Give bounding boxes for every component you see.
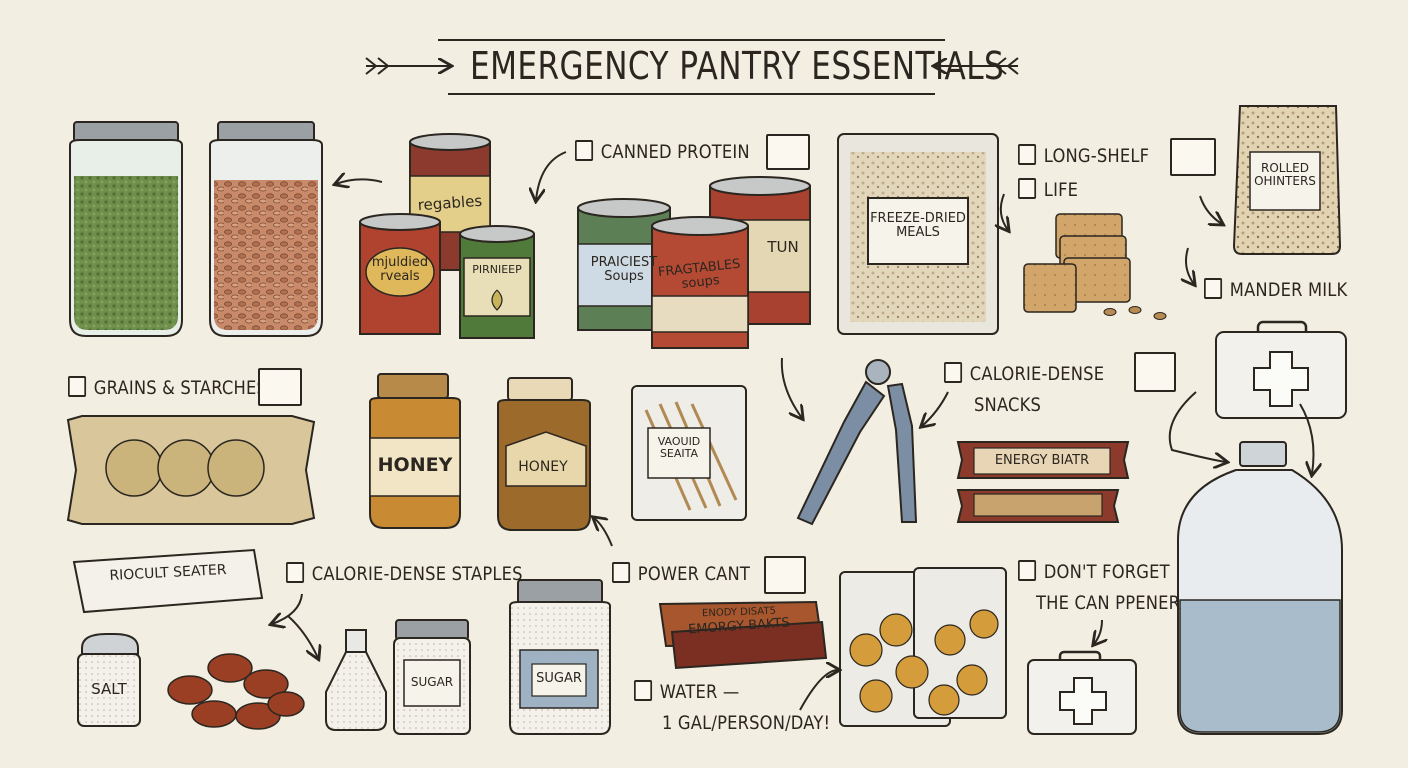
grain-bag-icon [66,415,316,525]
water-jug-icon [1177,441,1343,735]
checkbox-icon[interactable] [1018,560,1037,581]
biscuit-packet-icon [72,548,264,614]
checklist-item-grains[interactable]: GRAINS & STARCHES [68,376,267,399]
checkbox-icon[interactable] [286,562,305,583]
checklist-label: WATER — [659,681,740,703]
vacuum-sealed-bag-icon [631,385,747,521]
jar-label-sugar: SUGAR [536,671,582,686]
bag-label-vacuum: VAOUID SEAITA [657,435,701,460]
answer-box[interactable] [764,556,806,594]
checkbox-icon[interactable] [68,376,87,397]
checklist-item-calorie-dense-snacks[interactable]: CALORIE-DENSE [944,362,1104,385]
canister-label-sugar: SUGAR [410,675,454,689]
bag-label-rolled-oats: ROLLED OHINTERS [1254,161,1316,188]
sugar-jar-icon [509,579,611,735]
honey-bottle-icon [497,377,591,531]
checklist-label: GRAINS & STARCHES [93,377,267,399]
answer-box[interactable] [766,134,810,170]
sugar-canister-icon [393,619,471,735]
connector-arrows [272,151,1314,711]
first-aid-kit-large-icon [1215,320,1347,419]
honey-jar-icon [369,373,461,529]
jar-label-honey: HONEY [377,454,453,476]
checklist-item-life[interactable]: LIFE [1018,178,1078,201]
can-soups-red-icon [651,216,749,349]
can-pear-icon [459,225,535,339]
checklist-item-dont-forget[interactable]: DON'T FORGET [1018,560,1170,583]
can-mixed-meals-icon [359,213,441,335]
title-decoration [365,39,1019,95]
checkbox-icon[interactable] [1018,144,1037,165]
answer-box[interactable] [258,368,302,406]
checklist-label-water-detail: 1 GAL/PERSON/DAY! [662,712,831,734]
crackers-icon [1023,213,1167,320]
bottle-label-honey: HONEY [518,459,568,475]
dried-fruit-icon [167,653,305,730]
answer-box[interactable] [1134,352,1176,392]
checkbox-icon[interactable] [634,680,653,701]
bar-label-energy: ENERGY BIATR [994,453,1090,468]
bag-label-freeze-dried: FREEZE-DRIED MEALS [870,211,966,240]
checklist-item-power-cant[interactable]: POWER CANT [612,562,750,585]
checklist-label: CANNED PROTEIN [600,141,750,163]
checklist-label: MANDER MILK [1229,279,1348,301]
can-label-pear: PIRNIEEP [472,263,522,276]
checklist-label: CALORIE-DENSE STAPLES [311,563,523,585]
checklist-label: POWER CANT [637,563,751,585]
checkbox-icon[interactable] [1204,278,1223,299]
checklist-label-snacks: SNACKS [974,394,1042,416]
checklist-item-water[interactable]: WATER — [634,680,739,703]
rolled-oats-bag-icon [1232,105,1342,255]
checklist-item-long-shelf[interactable]: LONG-SHELF [1018,144,1149,167]
energy-bars-bottom-icon [658,600,828,670]
answer-box[interactable] [1170,138,1216,176]
can-vegetables-icon [409,133,491,271]
shaker-label-salt: SALT [91,680,127,698]
first-aid-kit-small-icon [1027,650,1137,735]
checkbox-icon[interactable] [612,562,631,583]
checklist-item-canned-protein[interactable]: CANNED PROTEIN [575,140,750,163]
page-title: EMERGENCY PANTRY ESSENTIALS [470,44,1005,88]
checklist-label-can-opener: THE CAN PPENER [1036,592,1181,614]
can-opener-icon [796,359,918,526]
chips-bags-icon [839,567,1007,727]
checkbox-icon[interactable] [944,362,963,383]
checklist-label: CALORIE-DENSE [969,363,1105,385]
checkbox-icon[interactable] [575,140,594,161]
checklist-item-mander-milk[interactable]: MANDER MILK [1204,278,1347,301]
can-label-mixed-meals: mjuldied rveals [371,255,429,284]
checklist-label: LIFE [1043,179,1079,201]
checklist-label: DON'T FORGET [1043,561,1170,583]
glass-bottle-icon [325,629,387,731]
checklist-label: LONG-SHELF [1043,145,1150,167]
jar-green-peas-icon [69,121,183,337]
can-label-soups-green: PRAICIEST Soups [590,255,658,284]
checklist-item-calorie-dense-staples[interactable]: CALORIE-DENSE STAPLES [286,562,523,585]
checkbox-icon[interactable] [1018,178,1037,199]
freeze-dried-bag-icon [837,133,999,335]
can-label-tuna: TUN [767,238,799,256]
energy-bars-icon [956,441,1130,523]
jar-beans-icon [209,121,323,337]
salt-shaker-icon [77,633,141,727]
